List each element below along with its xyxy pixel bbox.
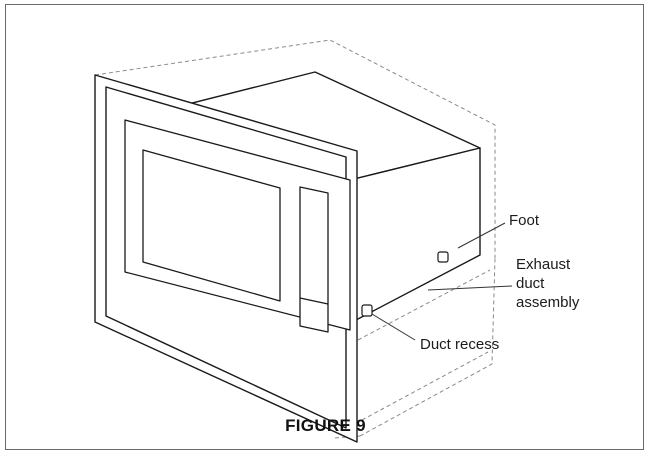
figure-caption: FIGURE 9 (285, 416, 366, 435)
exhaust-label-line-3: assembly (516, 294, 580, 311)
duct-recess-label: Duct recess (420, 336, 500, 353)
exhaust-leader (427, 285, 513, 291)
duct-recess-leader (371, 313, 416, 341)
exhaust-label-line-2: duct (516, 275, 545, 292)
exhaust-label-line-1: Exhaust (516, 256, 571, 273)
cabinet-opening-outline (94, 39, 496, 439)
leader-lines (371, 222, 513, 341)
microwave-feet (361, 251, 449, 317)
foot-label: Foot (509, 212, 540, 229)
foot-leader (457, 222, 506, 249)
microwave-front (124, 119, 351, 333)
